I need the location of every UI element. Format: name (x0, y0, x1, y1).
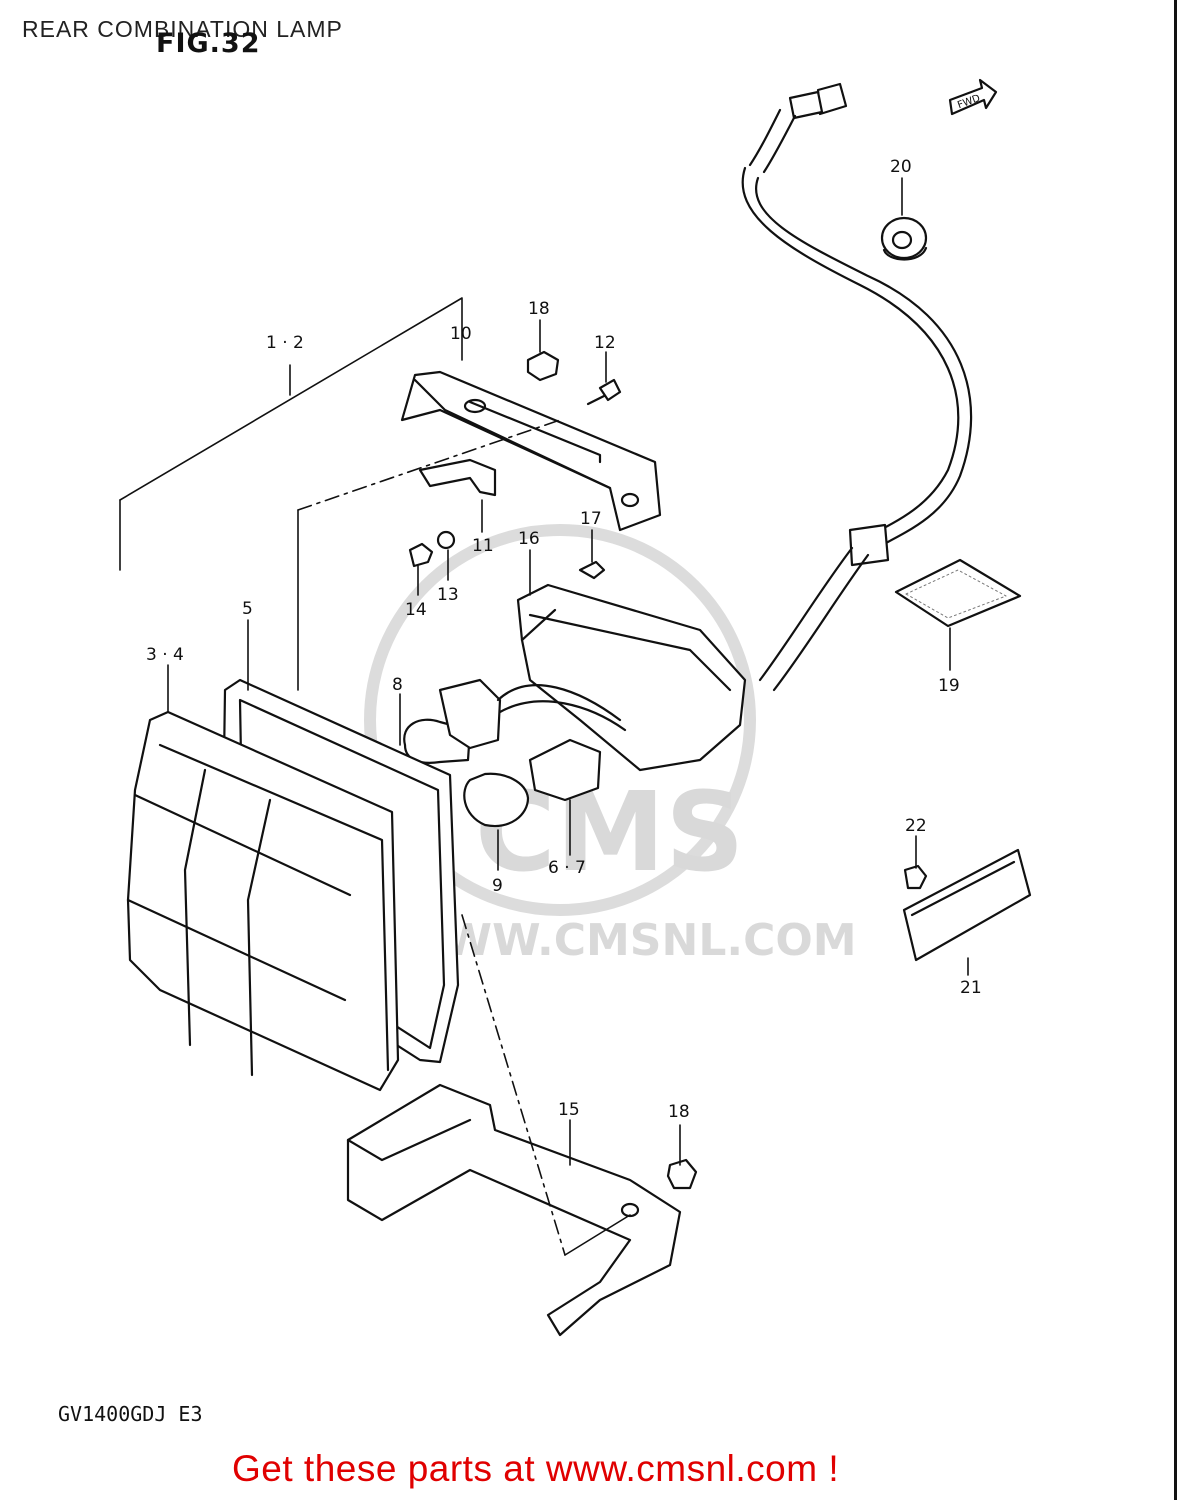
callout-6-7: 6 · 7 (548, 858, 586, 878)
upper-bracket-10 (400, 370, 662, 532)
callout-22: 22 (905, 816, 927, 836)
grommet-20 (880, 216, 928, 261)
lower-bracket-15 (346, 1083, 682, 1337)
shop-link-text[interactable]: Get these parts at www.cmsnl.com ! (232, 1448, 840, 1489)
callout-8: 8 (392, 675, 403, 695)
lamp-base-16 (516, 583, 747, 772)
clip-11 (418, 458, 497, 497)
callout-9: 9 (492, 876, 503, 896)
callout-15: 15 (558, 1100, 580, 1120)
reflector-21 (902, 848, 1032, 962)
callout-18: 18 (528, 299, 550, 319)
callout-5: 5 (242, 599, 253, 619)
watermark-url: WWW.CMSNL.COM (395, 915, 857, 966)
callout-11: 11 (472, 536, 494, 556)
fwd-arrow-icon: FWD (948, 78, 998, 116)
sticker-19 (894, 558, 1022, 628)
callout-3-4: 3 · 4 (146, 645, 184, 665)
callout-13: 13 (437, 585, 459, 605)
right-border (1174, 0, 1177, 1500)
callout-17: 17 (580, 509, 602, 529)
watermark: CMS WWW.CMSNL.COM (364, 524, 857, 966)
callout-16: 16 (518, 529, 540, 549)
wire-harness (741, 82, 973, 692)
callout-18-lower: 18 (668, 1102, 690, 1122)
page-title: REAR COMBINATION LAMP (22, 16, 343, 42)
callout-20: 20 (890, 157, 912, 177)
callout-labels: 1 · 2 10 18 12 20 11 17 16 14 13 5 3 · 4… (146, 157, 982, 1122)
callout-14: 14 (405, 600, 427, 620)
callout-21: 21 (960, 978, 982, 998)
leader-lines (119, 177, 969, 1256)
small-fasteners (408, 350, 928, 1190)
callout-19: 19 (938, 676, 960, 696)
lens-3-4 (126, 710, 400, 1092)
bulbs-and-sockets (403, 678, 627, 828)
model-code: GV1400GDJ E3 (58, 1402, 203, 1426)
callout-10: 10 (450, 324, 472, 344)
watermark-emblem (364, 524, 756, 916)
callout-12: 12 (594, 333, 616, 353)
figure-number: FIG.32 (156, 28, 261, 59)
callout-1-2: 1 · 2 (266, 333, 304, 353)
